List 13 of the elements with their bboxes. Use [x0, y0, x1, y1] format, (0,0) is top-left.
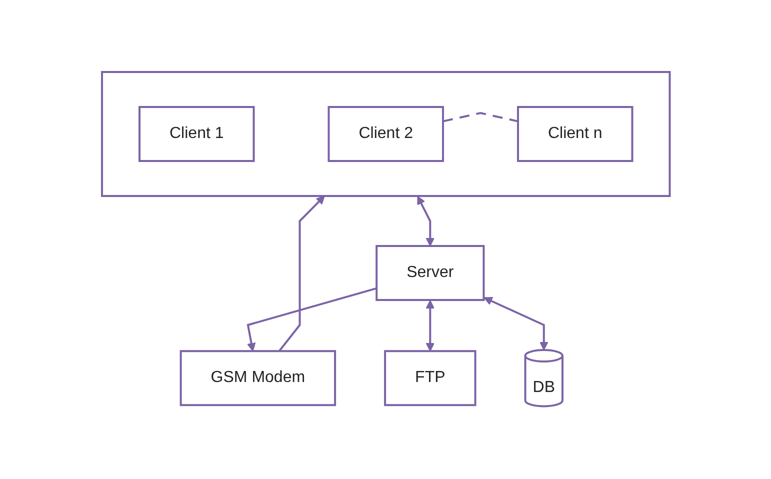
node-box: Server: [375, 245, 484, 302]
arrow: [246, 288, 376, 352]
arrow: [425, 300, 434, 352]
node-box: Client 1: [138, 106, 254, 162]
node-box: Client 2: [327, 106, 444, 162]
node-box: FTP: [384, 350, 476, 406]
connector: [442, 112, 518, 123]
cluster: [100, 71, 670, 198]
node-box: GSM Modem: [179, 350, 336, 406]
arrow: [416, 196, 434, 247]
arrow: [278, 196, 325, 352]
arrow: [483, 297, 548, 351]
node-box: Client n: [516, 106, 633, 162]
